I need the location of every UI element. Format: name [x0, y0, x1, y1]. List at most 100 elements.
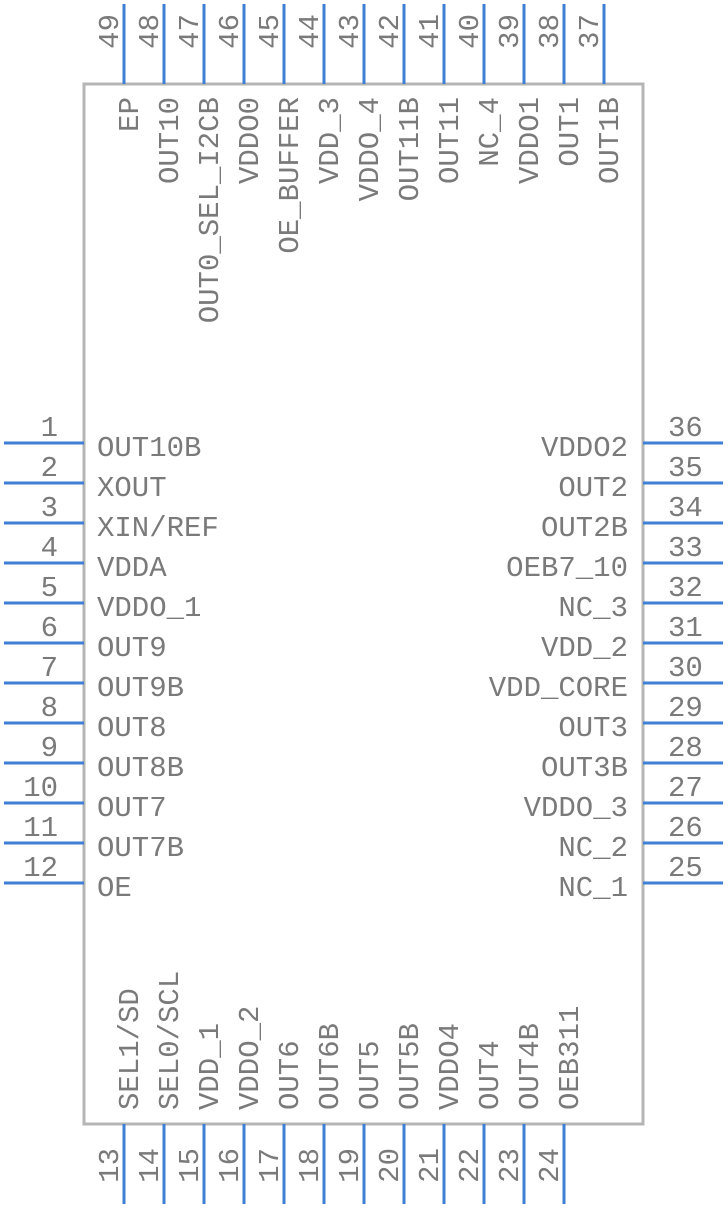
pin-label-15: VDD_1 — [194, 1023, 227, 1110]
pin-label-30: VDD_CORE — [489, 672, 628, 705]
pin-number-2: 2 — [41, 452, 58, 485]
pin-label-44: VDD_3 — [314, 97, 347, 184]
pin-label-22: OUT4 — [474, 1040, 507, 1110]
pin-number-46: 46 — [214, 14, 247, 49]
pin-number-12: 12 — [23, 852, 58, 885]
pin-label-36: VDDO2 — [541, 432, 628, 465]
pin-label-27: VDDO_3 — [524, 792, 628, 825]
pin-number-23: 23 — [494, 1148, 527, 1183]
pin-number-18: 18 — [294, 1148, 327, 1183]
pin-label-25: NC_1 — [558, 872, 628, 905]
pin-number-43: 43 — [334, 14, 367, 49]
pin-number-24: 24 — [534, 1148, 567, 1183]
pin-label-3: XIN/REF — [97, 512, 219, 545]
pin-label-2: XOUT — [97, 472, 167, 505]
pin-number-36: 36 — [668, 412, 703, 445]
pin-number-6: 6 — [41, 612, 58, 645]
pin-label-14: SEL0/SCL — [154, 971, 187, 1110]
pin-label-11: OUT7B — [97, 832, 184, 865]
pin-number-4: 4 — [41, 532, 58, 565]
pin-label-20: OUT5B — [394, 1023, 427, 1110]
pin-label-17: OUT6 — [274, 1040, 307, 1110]
pin-label-1: OUT10B — [97, 432, 201, 465]
pin-number-20: 20 — [374, 1148, 407, 1183]
pin-number-44: 44 — [294, 14, 327, 49]
pin-number-26: 26 — [668, 812, 703, 845]
pin-label-40: NC_4 — [474, 97, 507, 167]
pin-number-13: 13 — [94, 1148, 127, 1183]
pin-label-12: OE — [97, 872, 132, 905]
pin-number-45: 45 — [254, 14, 287, 49]
pin-label-39: VDDO1 — [514, 97, 547, 184]
pin-label-35: OUT2 — [558, 472, 628, 505]
pin-group: 1OUT10B2XOUT3XIN/REF4VDDA5VDDO_16OUT97OU… — [4, 4, 723, 1204]
pin-number-31: 31 — [668, 612, 703, 645]
pin-number-37: 37 — [574, 14, 607, 49]
pin-label-32: NC_3 — [558, 592, 628, 625]
pin-number-42: 42 — [374, 14, 407, 49]
pin-label-29: OUT3 — [558, 712, 628, 745]
pin-label-47: OUT0_SEL_I2CB — [194, 97, 227, 323]
pin-label-28: OUT3B — [541, 752, 628, 785]
pin-label-24: OEB311 — [554, 1006, 587, 1110]
pin-label-38: OUT1 — [554, 97, 587, 167]
pin-label-37: OUT1B — [594, 97, 627, 184]
pin-number-10: 10 — [23, 772, 58, 805]
pin-number-16: 16 — [214, 1148, 247, 1183]
pin-number-35: 35 — [668, 452, 703, 485]
pin-label-34: OUT2B — [541, 512, 628, 545]
pin-number-49: 49 — [94, 14, 127, 49]
pin-label-10: OUT7 — [97, 792, 167, 825]
pin-label-13: SEL1/SD — [114, 988, 147, 1110]
pin-number-22: 22 — [454, 1148, 487, 1183]
pin-number-25: 25 — [668, 852, 703, 885]
pin-label-16: VDDO_2 — [234, 1006, 267, 1110]
pin-label-43: VDDO_4 — [354, 97, 387, 201]
pin-number-14: 14 — [134, 1148, 167, 1183]
pin-number-3: 3 — [41, 492, 58, 525]
pin-label-21: VDDO4 — [434, 1023, 467, 1110]
pin-number-5: 5 — [41, 572, 58, 605]
pin-label-18: OUT6B — [314, 1023, 347, 1110]
pin-label-19: OUT5 — [354, 1040, 387, 1110]
pin-number-11: 11 — [23, 812, 58, 845]
pin-label-45: OE_BUFFER — [274, 97, 307, 254]
pin-number-33: 33 — [668, 532, 703, 565]
pin-number-15: 15 — [174, 1148, 207, 1183]
pin-number-7: 7 — [41, 652, 58, 685]
pin-label-49: EP — [114, 97, 147, 132]
pin-label-42: OUT11B — [394, 97, 427, 201]
pin-number-27: 27 — [668, 772, 703, 805]
pin-number-47: 47 — [174, 14, 207, 49]
pin-number-19: 19 — [334, 1148, 367, 1183]
pin-label-7: OUT9B — [97, 672, 184, 705]
pin-label-46: VDDO0 — [234, 97, 267, 184]
pin-label-8: OUT8 — [97, 712, 167, 745]
pin-number-30: 30 — [668, 652, 703, 685]
pin-number-41: 41 — [414, 14, 447, 49]
pin-label-48: OUT10 — [154, 97, 187, 184]
pin-number-34: 34 — [668, 492, 703, 525]
pin-label-6: OUT9 — [97, 632, 167, 665]
pin-label-31: VDD_2 — [541, 632, 628, 665]
pin-label-26: NC_2 — [558, 832, 628, 865]
pin-number-48: 48 — [134, 14, 167, 49]
pin-number-29: 29 — [668, 692, 703, 725]
pin-number-8: 8 — [41, 692, 58, 725]
pin-number-28: 28 — [668, 732, 703, 765]
pin-label-4: VDDA — [97, 552, 167, 585]
pin-number-38: 38 — [534, 14, 567, 49]
pin-label-9: OUT8B — [97, 752, 184, 785]
pin-number-32: 32 — [668, 572, 703, 605]
pin-number-9: 9 — [41, 732, 58, 765]
pin-number-39: 39 — [494, 14, 527, 49]
pin-number-21: 21 — [414, 1148, 447, 1183]
pin-number-40: 40 — [454, 14, 487, 49]
pin-number-1: 1 — [41, 412, 58, 445]
ic-body — [82, 82, 645, 1126]
pin-label-33: OEB7_10 — [506, 552, 628, 585]
pin-label-41: OUT11 — [434, 97, 467, 184]
pin-label-23: OUT4B — [514, 1023, 547, 1110]
pin-number-17: 17 — [254, 1148, 287, 1183]
